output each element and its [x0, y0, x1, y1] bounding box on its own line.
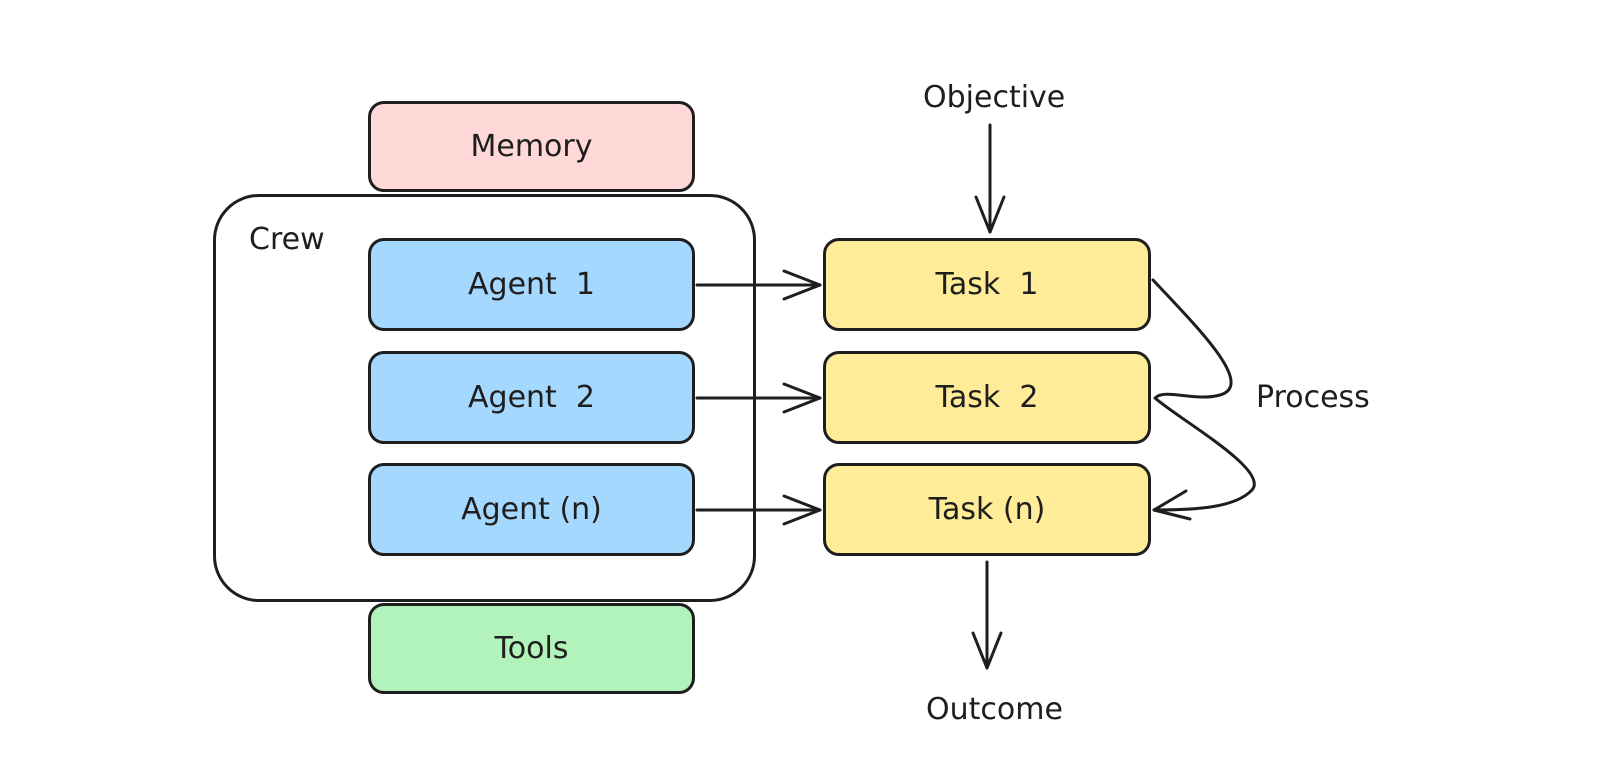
task-n-box: Task (n): [823, 463, 1151, 556]
task-2-box: Task 2: [823, 351, 1151, 444]
agent-1-box: Agent 1: [368, 238, 695, 331]
objective-arrow: [974, 123, 1006, 234]
tools-box: Tools: [368, 603, 695, 694]
objective-label: Objective: [923, 80, 1066, 115]
crew-label: Crew: [249, 222, 325, 257]
memory-box: Memory: [368, 101, 695, 192]
process-label: Process: [1256, 380, 1370, 415]
outcome-arrow: [971, 560, 1003, 670]
outcome-label: Outcome: [926, 692, 1063, 727]
process-arrow: [1151, 278, 1256, 521]
agent-2-box: Agent 2: [368, 351, 695, 444]
agent-n-box: Agent (n): [368, 463, 695, 556]
task-1-box: Task 1: [823, 238, 1151, 331]
